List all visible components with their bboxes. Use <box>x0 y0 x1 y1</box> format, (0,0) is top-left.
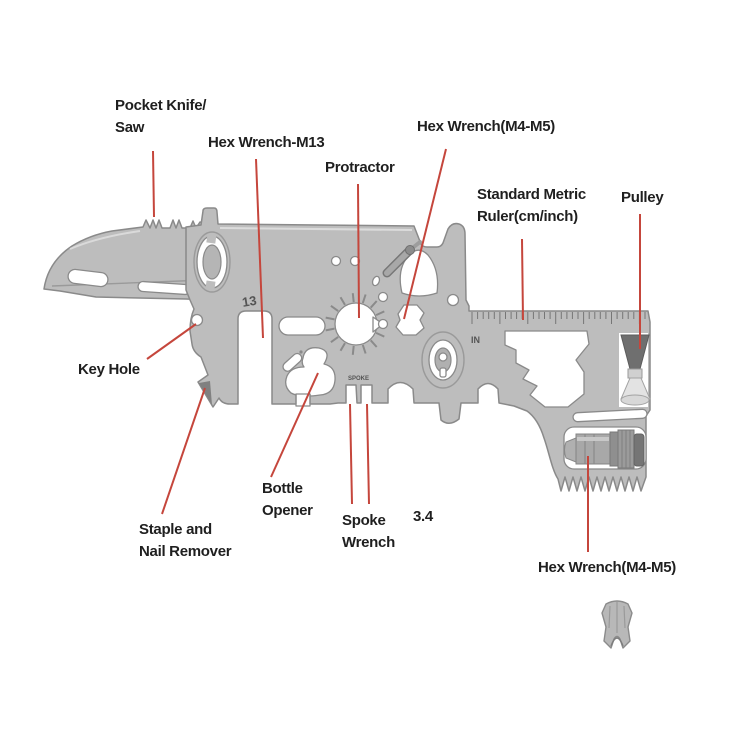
staple-hook-shadow <box>199 381 212 405</box>
callout-lines <box>146 148 641 552</box>
marking-13: 13 <box>241 293 258 310</box>
protractor-ticks <box>325 293 387 355</box>
callout-line-spoke-wrench-right <box>366 403 370 505</box>
label-hex-wrench-m4-m5-top: Hex Wrench(M4-M5) <box>417 118 555 135</box>
label-bottle-opener: Bottle Opener <box>262 480 313 519</box>
keyhole <box>190 313 204 327</box>
bottle-opener-cutout <box>285 347 336 407</box>
callout-line-pocket-knife-saw <box>152 150 155 218</box>
top-cutout <box>399 249 439 297</box>
pulley <box>619 333 651 407</box>
label-hex-wrench-m13: Hex Wrench-M13 <box>208 134 325 151</box>
callout-line-bottle-opener <box>270 372 319 478</box>
label-hex-wrench-m4-m5-bottom: Hex Wrench(M4-M5) <box>538 559 676 576</box>
ring-boss <box>421 331 465 389</box>
hex-bit-icon <box>601 600 633 649</box>
callout-line-hex-wrench-m13 <box>255 158 264 339</box>
callout-line-protractor <box>357 183 360 319</box>
tool-body <box>185 207 651 492</box>
label-standard-metric-ruler: Standard Metric Ruler(cm/inch) <box>477 186 586 225</box>
rounded-slot <box>278 316 326 336</box>
label-stray-number: 3.4 <box>413 508 433 525</box>
wrench-cutout <box>504 330 590 408</box>
label-key-hole: Key Hole <box>78 361 140 378</box>
knife-blade <box>43 219 211 301</box>
label-pulley: Pulley <box>621 189 664 206</box>
protractor-dial <box>325 293 387 355</box>
hex-bit-in-holder <box>564 429 645 469</box>
callout-line-spoke-wrench-left <box>349 403 353 505</box>
pen-slot <box>282 350 303 372</box>
bit-holder <box>563 408 648 470</box>
ruler-inch-marking: IN <box>471 335 480 345</box>
label-spoke-wrench: Spoke Wrench <box>342 512 395 551</box>
marking-spoke: SPOKE <box>348 376 369 382</box>
label-pocket-knife-saw: Pocket Knife/ Saw <box>115 97 207 136</box>
blade-thumb-slot <box>67 268 109 288</box>
lever-pin <box>382 240 422 278</box>
label-protractor: Protractor <box>325 159 395 176</box>
label-staple-nail-remover: Staple and Nail Remover <box>139 521 232 560</box>
callout-line-hex-wrench-m4-m5-top <box>403 148 447 320</box>
callout-line-key-hole <box>146 323 197 360</box>
callout-line-staple-nail-remover <box>161 387 206 515</box>
pivot-ring <box>193 231 231 293</box>
hex-cutout-m4-m5 <box>395 304 425 336</box>
callout-line-standard-metric-ruler <box>521 238 524 321</box>
